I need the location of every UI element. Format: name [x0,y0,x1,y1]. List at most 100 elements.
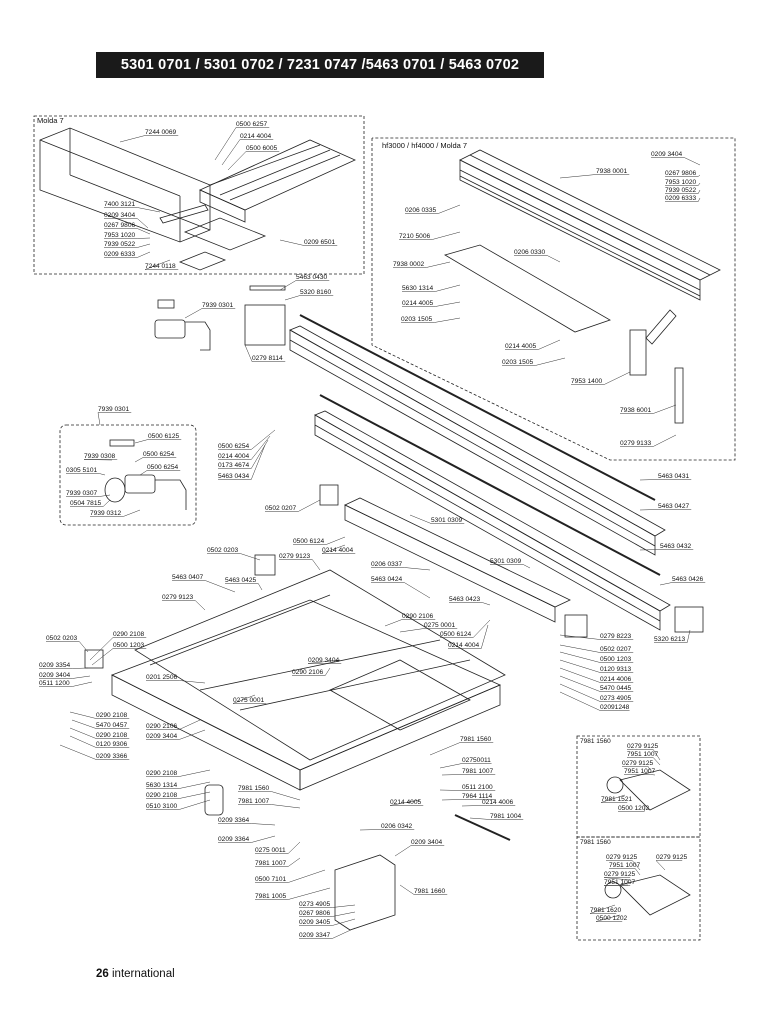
part-leader-d2b [655,860,666,871]
hf-plate [443,244,611,333]
part-number-p113: 0209 3404 [411,839,443,846]
part-number-d2d: 0279 9125 [604,871,636,878]
part-leader-p21 [547,255,561,263]
part-leader-p104 [271,791,301,801]
part-number-d1a: 0279 9125 [627,743,659,750]
part-number-p47: 5463 0434 [218,473,250,480]
part-leader-p61 [404,582,431,599]
part-leader-p41 [99,494,111,497]
molda7-fence [39,127,211,243]
bracket-plate [334,854,396,931]
part-leader-p29 [653,404,677,414]
molda7-extrusion [199,139,356,223]
part-number-p11: 7244 0118 [145,263,176,270]
part-number-p121: 0209 3347 [299,932,331,939]
part-leader-p6 [137,218,149,229]
part-leader-p35 [97,412,101,426]
part-leader-p97 [441,774,463,776]
part-leader-p14 [684,157,701,166]
part-number-d1e: 7981 1521 [601,796,633,803]
part-number-p106: 0214 4005 [390,799,422,806]
part-leader-p81 [72,667,89,669]
rail-strip [249,285,286,291]
part-number-p114: 7981 1007 [255,860,287,867]
part-leader-p121 [332,927,356,939]
part-leader-p34 [244,344,253,362]
part-leader-p42 [103,499,111,507]
part-leader-p94 [179,729,206,740]
part-leader-p37 [83,459,113,461]
part-number-p1: 7244 0069 [145,129,177,136]
part-number-p111: 0209 3364 [218,836,250,843]
part-leader-p25 [434,317,461,323]
part-leader-p76 [559,659,601,673]
part-leader-p84 [307,659,341,664]
part-leader-p54 [240,553,261,561]
part-number-p27: 0203 1505 [502,359,534,366]
part-leader-d1a [652,749,661,761]
part-leader-d1d [650,774,656,776]
part-leader-p33 [184,308,203,319]
part-number-p35: 7939 0301 [98,406,130,413]
part-leader-d1b [653,757,661,766]
part-number-p31: 5463 0430 [296,274,328,281]
part-number-p61: 5463 0424 [371,576,403,583]
part-leader-p10 [137,251,151,258]
part-leader-p50 [409,514,432,524]
part-number-p78: 5470 0445 [600,685,632,692]
part-leader-p70 [79,641,89,653]
part-leader-p102 [439,789,463,791]
part-leader-p111 [251,835,276,843]
hf-support [629,309,684,424]
part-number-p84: 0209 3404 [308,657,340,664]
table-frame [111,569,506,791]
part-leader-p36 [134,439,149,444]
part-leader-p20 [432,231,461,240]
part-number-p5: 7400 3121 [104,201,136,208]
part-number-p64: 5463 0423 [449,596,481,603]
part-leader-p78 [559,675,601,692]
end-block [674,606,704,633]
part-leader-p113 [394,845,412,857]
part-leader-p120 [332,918,356,926]
part-number-p13: 7938 0001 [596,168,628,175]
part-leader-p7 [137,228,151,235]
part-leader-p57 [523,564,531,569]
part-number-d2e: 7951 1007 [604,879,636,886]
part-leader-p49 [298,499,321,512]
part-number-p49: 0502 0207 [265,505,297,512]
box-detail-2 [576,836,701,941]
part-number-p55: 0279 9123 [279,553,311,560]
part-leader-p107 [461,805,483,807]
part-number-p20: 7210 5006 [399,233,431,240]
part-leader-p73 [559,634,601,640]
detail-2-drawing [604,874,691,916]
part-leader-p118 [332,904,356,908]
fence-rail-1 [289,325,666,556]
part-leader-p69 [687,629,691,643]
cap-block-2 [254,554,276,576]
part-number-p43: 7939 0312 [90,510,122,517]
part-leader-p15 [698,174,701,177]
part-number-p120: 0209 3405 [299,919,331,926]
part-leader-p48 [639,479,659,481]
part-leader-p93 [179,719,201,730]
part-leader-p8 [137,237,151,239]
part-leader-p13 [559,174,597,179]
part-number-p26: 0214 4005 [505,343,537,350]
part-number-p93: 0290 2106 [146,723,178,730]
part-leader-p16 [698,182,701,186]
part-leader-d2e [603,884,629,886]
part-leader-p31 [279,280,297,291]
part-leader-p2 [214,127,237,161]
part-leader-p103 [441,799,463,801]
part-leader-p82 [72,675,91,679]
part-leader-p47 [251,444,266,480]
part-leader-p66 [399,628,425,633]
detail-1-drawing [606,769,691,811]
part-leader-p96 [439,763,463,769]
box-molda7-label: Molda 7 [37,116,64,125]
part-number-p14: 0209 3404 [651,151,683,158]
part-number-p7: 0267 9806 [104,222,136,229]
